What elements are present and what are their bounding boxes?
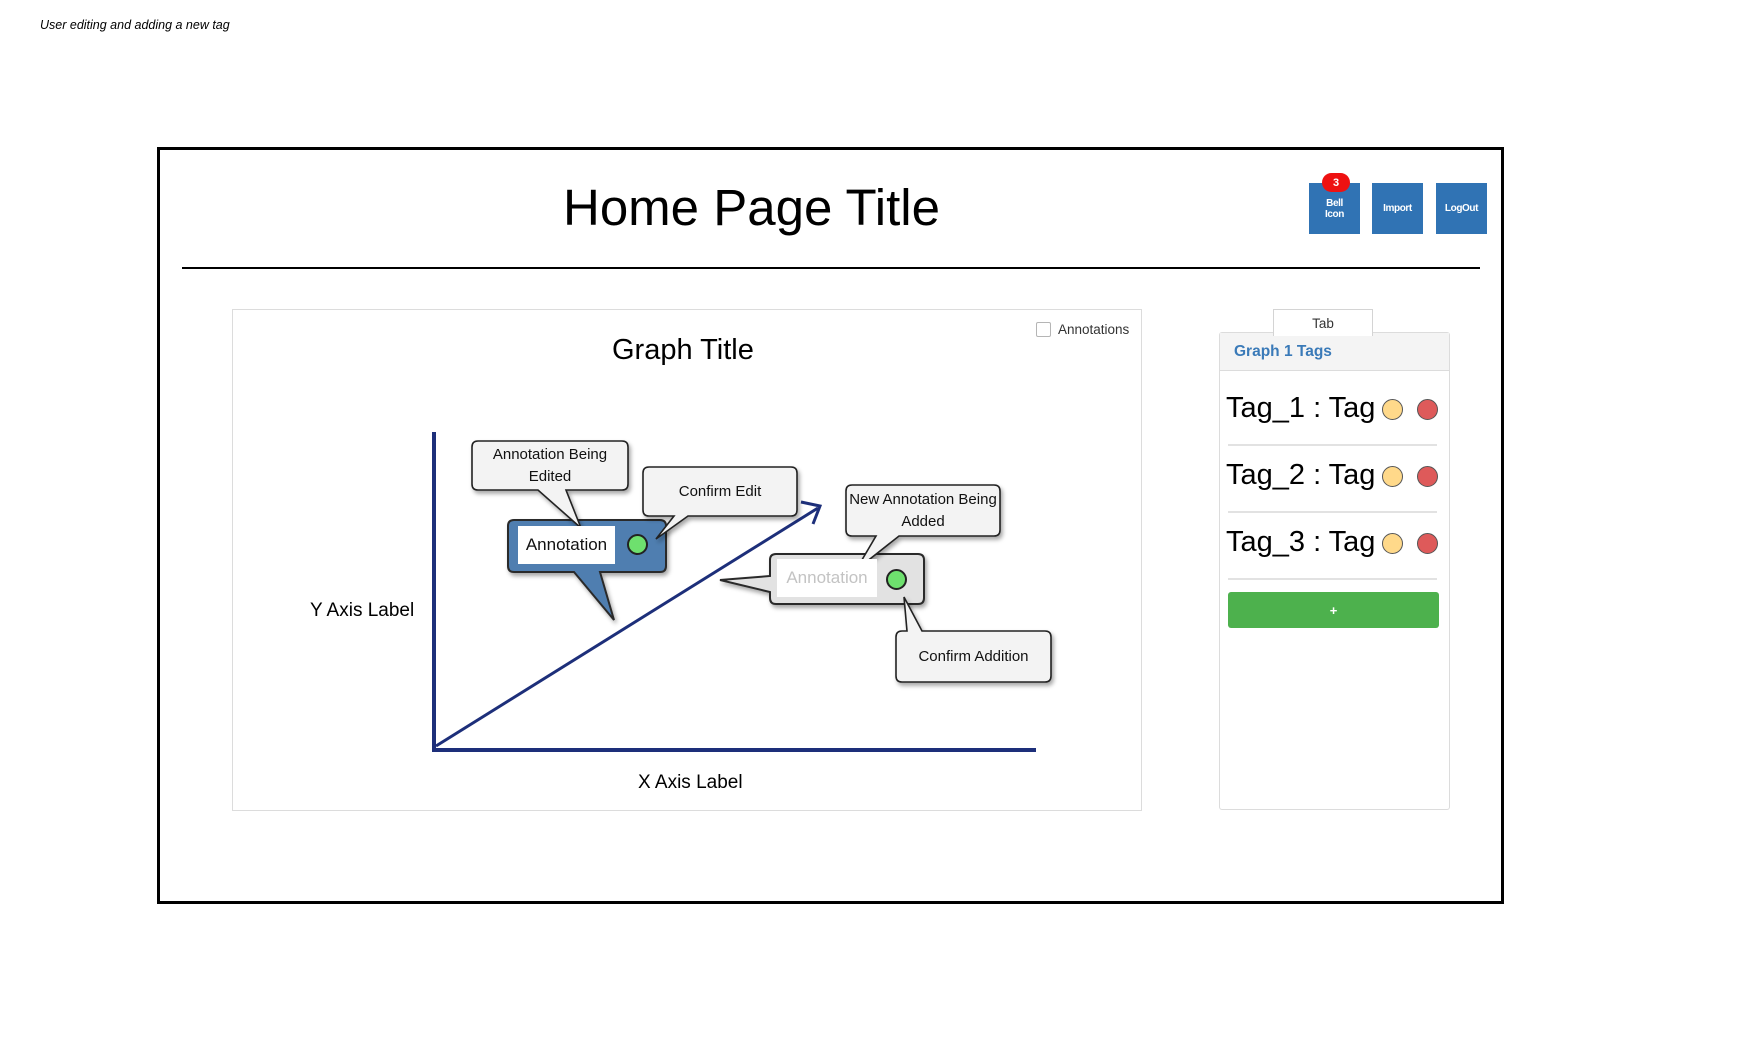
yellow-circle-icon[interactable] [1382, 466, 1403, 487]
yellow-circle-icon[interactable] [1382, 533, 1403, 554]
graph-panel [232, 309, 1142, 811]
red-circle-icon[interactable] [1417, 466, 1438, 487]
tag-divider [1228, 511, 1437, 513]
callout-confirm-edit-bubble [642, 466, 798, 540]
graph-data-line [435, 506, 819, 748]
callout-confirm-addition-text: Confirm Addition [918, 647, 1029, 665]
tags-panel-header [1220, 333, 1449, 371]
callout-confirm-addition-bubble [895, 596, 1052, 683]
tag-divider [1228, 444, 1437, 446]
annotations-checkbox-label[interactable]: Annotations [1058, 322, 1130, 337]
annotations-checkbox[interactable] [1036, 322, 1051, 337]
tags-panel-heading: Graph 1 Tags [1234, 343, 1332, 360]
bell-icon-label: Bell Icon [1325, 197, 1344, 220]
page-title: Home Page Title [562, 179, 941, 236]
logout-button[interactable]: LogOut [1436, 183, 1487, 234]
green-circle-icon[interactable] [886, 569, 907, 590]
edited-annotation-input[interactable]: Annotation [518, 526, 615, 564]
add-tag-button[interactable]: + [1228, 592, 1439, 628]
callout-editing-bubble [471, 440, 629, 529]
app-frame [157, 147, 1504, 904]
tag-item-label: Tag_2 : Tag [1226, 459, 1376, 491]
header-divider [182, 267, 1480, 269]
callout-new-annotation-text: New Annotation Being Added [849, 490, 997, 530]
x-axis-label: X Axis Label [638, 772, 743, 793]
bell-button[interactable]: Bell Icon [1309, 183, 1360, 234]
graph-arrow-head [800, 500, 823, 525]
import-button[interactable]: Import [1372, 183, 1423, 234]
yellow-circle-icon[interactable] [1382, 399, 1403, 420]
import-button-label: Import [1383, 203, 1412, 214]
tag-item-label: Tag_3 : Tag [1226, 526, 1376, 558]
logout-button-label: LogOut [1444, 203, 1479, 214]
green-circle-icon[interactable] [627, 534, 648, 555]
new-annotation-input[interactable]: Annotation [777, 559, 877, 597]
red-circle-icon[interactable] [1417, 399, 1438, 420]
tag-item-label: Tag_1 : Tag [1226, 392, 1376, 424]
red-circle-icon[interactable] [1417, 533, 1438, 554]
tab-tags[interactable]: Tab [1273, 309, 1373, 336]
callout-editing-text: Annotation Being Edited [492, 445, 608, 485]
callout-confirm-edit-text: Confirm Edit [678, 482, 762, 500]
callout-new-annotation-bubble [845, 484, 1001, 571]
graph-title: Graph Title [612, 334, 754, 366]
y-axis-label: Y Axis Label [310, 600, 415, 621]
tag-divider [1228, 578, 1437, 580]
notification-badge: 3 [1322, 173, 1350, 192]
page-caption: User editing and adding a new tag [40, 18, 230, 32]
